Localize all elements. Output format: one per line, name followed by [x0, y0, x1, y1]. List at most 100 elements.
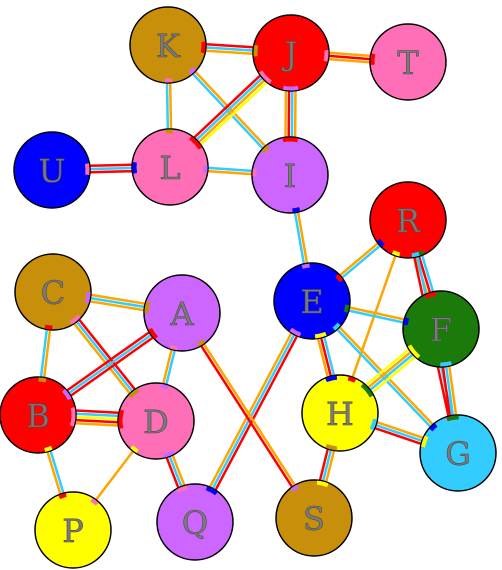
edge-strand: [46, 451, 62, 495]
edge-strand: [293, 212, 306, 265]
port-arc: [148, 327, 159, 340]
edge-strand: [165, 350, 176, 385]
node-circle: [117, 382, 195, 460]
node-h[interactable]: H: [301, 374, 379, 452]
node-u[interactable]: U: [13, 131, 91, 209]
node-a[interactable]: A: [143, 274, 221, 352]
node-j[interactable]: J: [252, 14, 330, 92]
edge-strand: [195, 76, 264, 141]
edge-strand: [374, 427, 422, 445]
node-e[interactable]: E: [273, 262, 351, 340]
port-arc: [376, 238, 385, 248]
edge-E-F: [348, 306, 405, 324]
node-label: G: [445, 435, 471, 473]
edge-strand: [214, 335, 299, 491]
port-arc: [411, 251, 420, 258]
node-r[interactable]: R: [369, 181, 447, 259]
node-circle: [251, 136, 329, 214]
port-arc: [130, 445, 139, 454]
node-q[interactable]: Q: [156, 483, 234, 561]
node-f[interactable]: F: [402, 290, 480, 368]
node-s[interactable]: S: [275, 479, 353, 557]
port-arc: [261, 145, 270, 154]
edge-strand: [89, 163, 132, 168]
edge-strand: [76, 412, 119, 418]
node-label: T: [397, 44, 419, 82]
node-circle: [14, 253, 92, 331]
node-label: H: [326, 395, 354, 433]
port-arc: [84, 163, 90, 175]
port-arc: [292, 207, 301, 213]
edge-strand: [329, 51, 371, 58]
edge-strand: [75, 422, 118, 427]
node-label: D: [143, 403, 169, 441]
node-circle: [143, 274, 221, 352]
port-arc: [343, 304, 350, 313]
port-arc: [347, 376, 357, 383]
node-circle: [301, 374, 379, 452]
port-arc: [58, 493, 67, 500]
port-arc: [160, 383, 169, 390]
edge-E-H: [316, 336, 336, 378]
edge-strand: [205, 46, 254, 52]
node-d[interactable]: D: [117, 382, 195, 460]
node-label: C: [41, 274, 65, 312]
port-arc: [407, 344, 421, 359]
port-arc: [447, 415, 459, 421]
node-label: E: [300, 283, 323, 321]
port-arc: [188, 66, 197, 75]
edge-E-Q: [208, 332, 299, 491]
edge-L-I: [207, 166, 253, 176]
node-t[interactable]: T: [369, 23, 447, 101]
node-label: U: [39, 152, 66, 190]
node-i[interactable]: I: [251, 136, 329, 214]
edge-strand: [76, 409, 119, 414]
edge-strand: [323, 336, 336, 376]
port-arc: [325, 443, 338, 451]
edge-strand: [193, 74, 261, 139]
port-arc: [144, 301, 151, 313]
edge-strand: [316, 338, 329, 378]
edge-strand: [321, 449, 333, 482]
edge-strand: [207, 169, 253, 176]
port-arc: [282, 85, 299, 91]
node-b[interactable]: B: [0, 376, 77, 454]
port-arc: [369, 418, 377, 431]
node-label: A: [169, 295, 194, 333]
node-circle: [156, 483, 234, 561]
edge-strand: [90, 293, 146, 305]
port-arc: [424, 291, 437, 299]
edge-U-L: [89, 163, 133, 174]
edge-strand: [89, 166, 133, 171]
port-arc: [61, 388, 72, 401]
node-p[interactable]: P: [34, 491, 112, 569]
edge-strand: [200, 81, 268, 146]
edge-strand: [89, 300, 145, 312]
node-c[interactable]: C: [14, 253, 92, 331]
port-arc: [323, 50, 329, 62]
port-arc: [335, 273, 344, 283]
port-arc: [38, 377, 47, 383]
edge-strand: [324, 450, 336, 483]
port-arc: [69, 314, 81, 325]
edge-F-H: [365, 348, 416, 394]
edge-H-G: [374, 421, 424, 445]
port-arc: [118, 409, 125, 429]
edge-strand: [208, 332, 293, 488]
edge-strand: [328, 57, 370, 64]
edge-strand: [318, 448, 330, 481]
port-arc: [205, 486, 218, 496]
node-l[interactable]: L: [131, 128, 209, 206]
port-arc: [429, 423, 438, 432]
node-g[interactable]: G: [419, 414, 497, 492]
node-circle: [369, 181, 447, 259]
edge-J-L: [193, 74, 268, 146]
edge-strand: [369, 353, 414, 391]
edge-J-I: [284, 90, 297, 138]
port-arc: [90, 497, 99, 506]
node-label: S: [303, 500, 325, 538]
node-circle: [275, 479, 353, 557]
node-k[interactable]: K: [129, 6, 207, 84]
edge-strand: [328, 54, 371, 61]
